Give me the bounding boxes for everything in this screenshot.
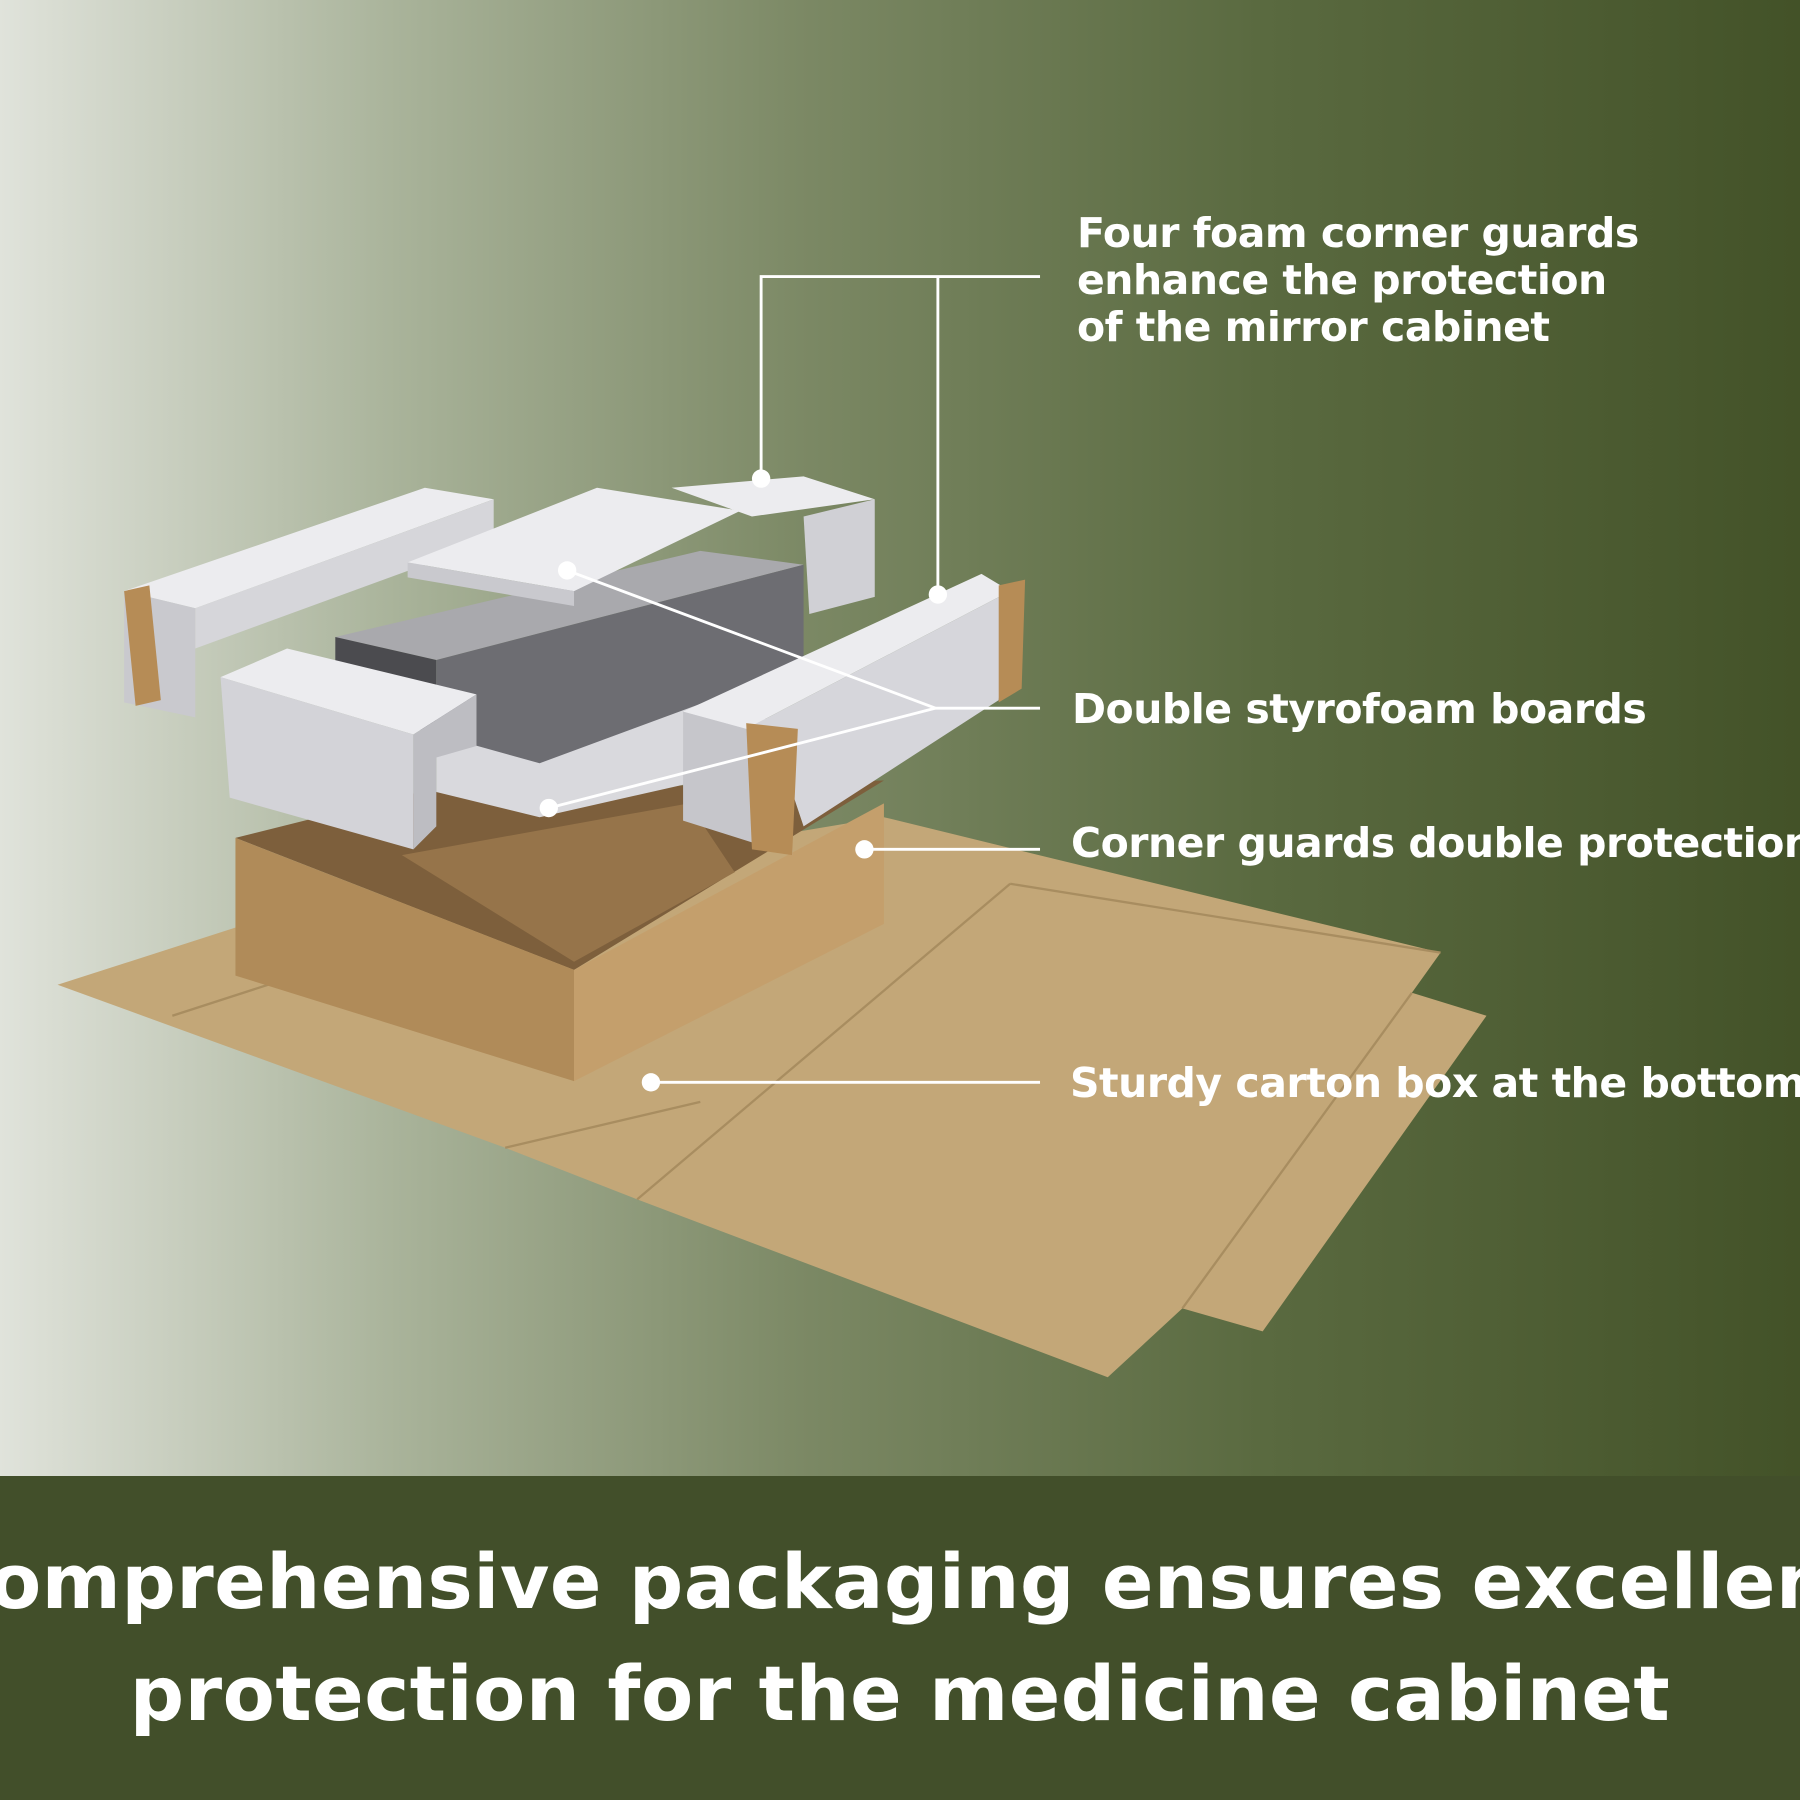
callout-corner-double: Corner guards double protection	[1071, 819, 1800, 867]
foam-guard-back-right	[671, 476, 875, 517]
packaging-illustration	[57, 275, 1487, 1378]
callout-four-corner-guards: Four foam corner guards enhance the prot…	[1077, 210, 1639, 351]
foam-guard-back-left-top	[124, 487, 494, 609]
callout-dots	[539, 469, 948, 1092]
cabinet-top	[335, 550, 804, 660]
callout-carton: Sturdy carton box at the bottom	[1070, 1059, 1800, 1107]
carton-box-front	[235, 837, 575, 1082]
headline-banner: Comprehensive packaging ensures excellen…	[0, 1476, 1800, 1800]
styrofoam-board-top	[407, 487, 741, 592]
callout-line: Four foam corner guards	[1077, 209, 1639, 257]
cabinet-side	[436, 564, 804, 764]
callout-lines	[548, 275, 1041, 1084]
carton-box-side	[574, 803, 884, 1082]
foam-guard-front-right	[683, 573, 1011, 729]
headline-line-1: Comprehensive packaging ensures excellen…	[0, 1537, 1800, 1626]
headline-line-2: protection for the medicine cabinet	[129, 1649, 1671, 1738]
callout-styrofoam: Double styrofoam boards	[1072, 685, 1647, 733]
foam-guard-front-left	[220, 648, 477, 735]
callout-line: of the mirror cabinet	[1077, 303, 1550, 351]
callout-line: enhance the protection	[1077, 256, 1607, 304]
